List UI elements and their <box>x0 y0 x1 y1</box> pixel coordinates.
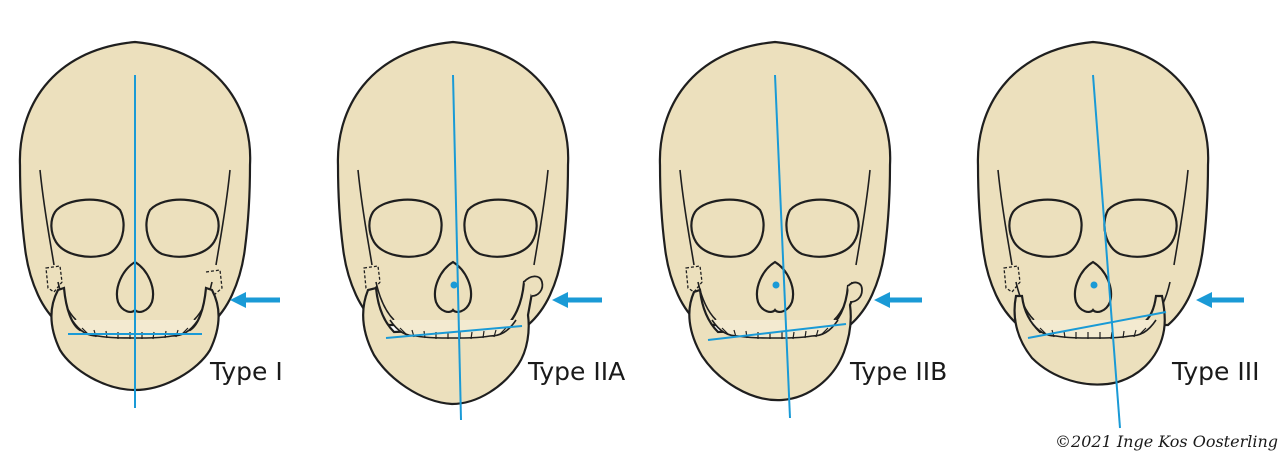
nasal-point <box>773 282 780 289</box>
nasal-point <box>1091 282 1098 289</box>
force-arrow-3 <box>874 292 922 308</box>
force-arrow-1 <box>230 292 280 308</box>
panel-type-i <box>20 42 250 408</box>
panel-label-4: Type III <box>1171 357 1260 386</box>
copyright-credit: ©2021 Inge Kos Oosterling <box>1055 432 1278 451</box>
panel-label-3: Type IIB <box>849 357 947 386</box>
force-arrow-2 <box>552 292 602 308</box>
panel-label-1: Type I <box>209 357 283 386</box>
force-arrow-4 <box>1196 292 1244 308</box>
nasal-point <box>451 282 458 289</box>
panel-label-2: Type IIA <box>527 357 625 386</box>
